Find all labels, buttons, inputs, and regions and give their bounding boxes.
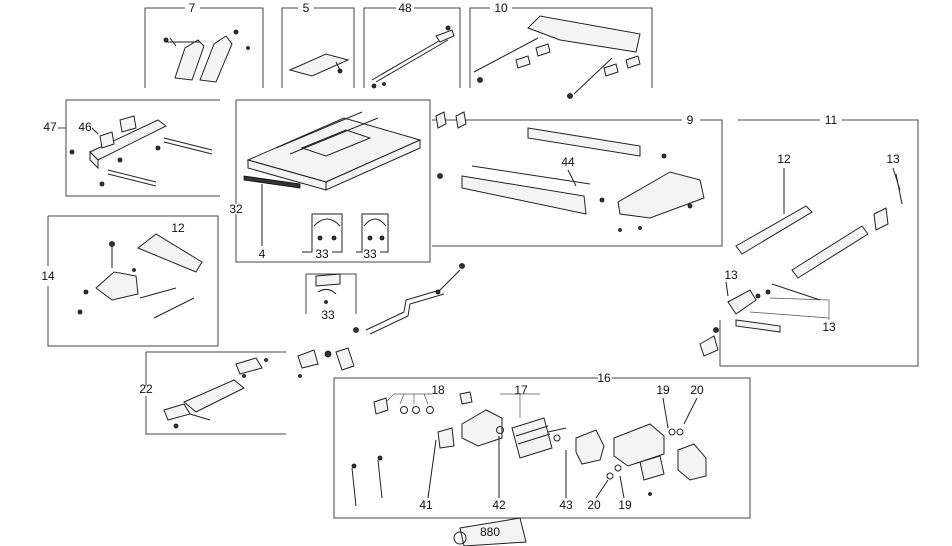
label-16: 16 (597, 371, 611, 385)
label-11: 11 (825, 113, 838, 127)
label-33c: 33 (321, 308, 335, 322)
label-13a: 13 (886, 152, 900, 166)
label-13b: 13 (724, 268, 738, 282)
label-5: 5 (303, 1, 310, 15)
group-10: 10 (469, 1, 653, 99)
label-22: 22 (139, 382, 153, 396)
label-42: 42 (492, 498, 506, 512)
group-table: 32 4 33 33 (229, 99, 431, 263)
label-12b: 12 (171, 221, 185, 235)
group-22: 22 (139, 351, 286, 435)
label-17: 17 (514, 383, 528, 397)
group-11: 11 12 13 13 13 (699, 113, 919, 367)
label-18: 18 (431, 383, 445, 397)
group-48: 48 (363, 1, 461, 89)
label-4: 4 (259, 247, 266, 261)
label-41: 41 (419, 498, 433, 512)
label-44: 44 (561, 155, 575, 169)
label-12a: 12 (777, 152, 791, 166)
label-20b: 20 (587, 498, 601, 512)
label-9: 9 (687, 113, 694, 127)
label-33a: 33 (315, 247, 329, 261)
group-7: 7 (144, 1, 264, 88)
label-47: 47 (43, 120, 57, 134)
label-7: 7 (189, 1, 196, 15)
label-880: 880 (480, 525, 500, 539)
label-13c: 13 (822, 320, 836, 334)
label-14: 14 (41, 269, 55, 283)
group-9: 9 44 (432, 111, 723, 247)
label-46: 46 (78, 120, 92, 134)
label-10: 10 (494, 1, 508, 15)
group-5: 5 (281, 1, 355, 88)
label-19a: 19 (656, 383, 670, 397)
group-16: 16 18 41 42 17 43 19 20 (333, 371, 751, 546)
label-48: 48 (398, 1, 412, 15)
label-32: 32 (229, 202, 243, 216)
group-47: 47 46 (43, 99, 220, 197)
group-linkage: 33 (297, 263, 465, 378)
label-20a: 20 (690, 383, 704, 397)
label-33b: 33 (363, 247, 377, 261)
label-43: 43 (559, 498, 573, 512)
label-19b: 19 (618, 498, 632, 512)
group-14: 14 12 (41, 215, 219, 347)
